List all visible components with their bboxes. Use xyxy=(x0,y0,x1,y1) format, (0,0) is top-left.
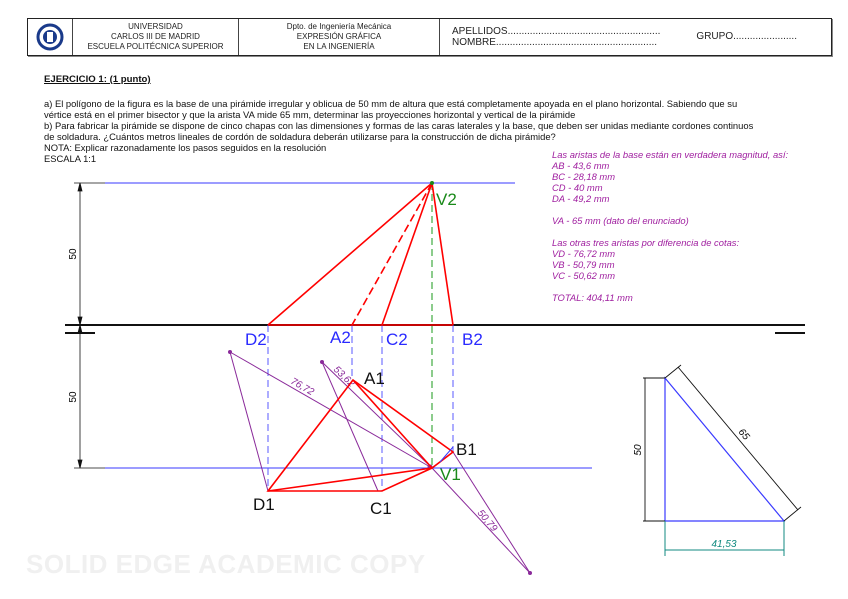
b1-link xyxy=(439,446,454,463)
dim-vb: 50,79 xyxy=(475,508,500,535)
university-logo xyxy=(28,19,73,55)
title-block: UNIVERSIDAD CARLOS III DE MADRID ESCUELA… xyxy=(27,18,832,56)
note-line: AB - 43,6 mm xyxy=(552,160,610,171)
height-dimensions xyxy=(74,182,105,469)
true-length-triangle xyxy=(664,376,786,522)
triangle-base-dimension xyxy=(664,521,785,556)
dim-height-bottom: 50 xyxy=(68,391,79,403)
statement-line: b) Para fabricar la pirámide se dispone … xyxy=(44,120,754,131)
student-fields: APELLIDOS...............................… xyxy=(440,19,831,55)
note-line: TOTAL: 404,11 mm xyxy=(552,292,633,303)
dept-line: Dpto. de Ingeniería Mecánica xyxy=(286,22,392,31)
watermark: SOLID EDGE ACADEMIC COPY xyxy=(26,549,426,579)
label-v2: V2 xyxy=(436,190,457,209)
dim-vc: 53,62 xyxy=(331,364,357,390)
dim-tri-height: 50 xyxy=(633,444,644,456)
note-line: VA - 65 mm (dato del enunciado) xyxy=(552,215,689,226)
vertex-v2-point xyxy=(430,181,434,185)
exercise-statement: a) El polígono de la figura es la base d… xyxy=(44,98,814,164)
dim-height-top: 50 xyxy=(68,248,79,260)
statement-line: NOTA: Explicar razonadamente los pasos s… xyxy=(44,142,327,153)
dim-tri-base: 41,53 xyxy=(711,539,736,550)
dept-line: EXPRESIÓN GRÁFICA xyxy=(296,32,382,41)
note-line: Las aristas de la base están en verdader… xyxy=(552,149,789,160)
apellidos-field[interactable]: APELLIDOS...............................… xyxy=(452,26,661,37)
label-c1: C1 xyxy=(370,499,392,518)
triangle-dimensions xyxy=(643,364,802,522)
note-line: VB - 50,79 mm xyxy=(552,259,615,270)
uni-line: CARLOS III DE MADRID xyxy=(111,32,200,41)
label-b1: B1 xyxy=(456,440,477,459)
label-b2: B2 xyxy=(462,330,483,349)
statement-line: de soldadura. ¿Cuántos metros lineales d… xyxy=(44,131,556,142)
label-v1: V1 xyxy=(440,465,461,484)
note-line: DA - 49,2 mm xyxy=(552,193,610,204)
note-line: CD - 40 mm xyxy=(552,182,603,193)
label-d2: D2 xyxy=(245,330,267,349)
note-line xyxy=(552,204,788,215)
statement-line: vértice está en el primer bisector y que… xyxy=(44,109,576,120)
dim-tri-hyp: 65 xyxy=(736,427,752,443)
statement-line: ESCALA 1:1 xyxy=(44,153,97,164)
solution-note: Las aristas de la base están en verdader… xyxy=(552,149,788,303)
projection-lines xyxy=(267,325,454,491)
label-d1: D1 xyxy=(253,495,275,514)
vertical-projection xyxy=(267,182,454,326)
label-a2: A2 xyxy=(330,328,351,347)
note-line: VD - 76,72 mm xyxy=(552,248,616,259)
exercise-title: EJERCICIO 1: (1 punto) xyxy=(44,74,151,85)
grupo-field[interactable]: GRUPO....................... xyxy=(696,31,797,42)
uni-line: UNIVERSIDAD xyxy=(128,22,183,31)
uni-line: ESCUELA POLITÉCNICA SUPERIOR xyxy=(87,42,224,51)
dept-line: EN LA INGENIERÍA xyxy=(303,42,375,51)
dim-vd: 76,72 xyxy=(289,376,317,398)
statement-line: a) El polígono de la figura es la base d… xyxy=(44,98,738,109)
university-name: UNIVERSIDAD CARLOS III DE MADRID ESCUELA… xyxy=(73,19,239,55)
note-line: VC - 50,62 mm xyxy=(552,270,616,281)
note-line: Las otras tres aristas por diferencia de… xyxy=(552,237,740,248)
label-c2: C2 xyxy=(386,330,408,349)
note-line xyxy=(552,281,788,292)
nombre-field[interactable]: NOMBRE..................................… xyxy=(452,37,658,48)
label-a1: A1 xyxy=(364,369,385,388)
department: Dpto. de Ingeniería Mecánica EXPRESIÓN G… xyxy=(239,19,440,55)
horizontal-projection xyxy=(266,378,455,492)
note-line xyxy=(552,226,788,237)
note-line: BC - 28,18 mm xyxy=(552,171,616,182)
